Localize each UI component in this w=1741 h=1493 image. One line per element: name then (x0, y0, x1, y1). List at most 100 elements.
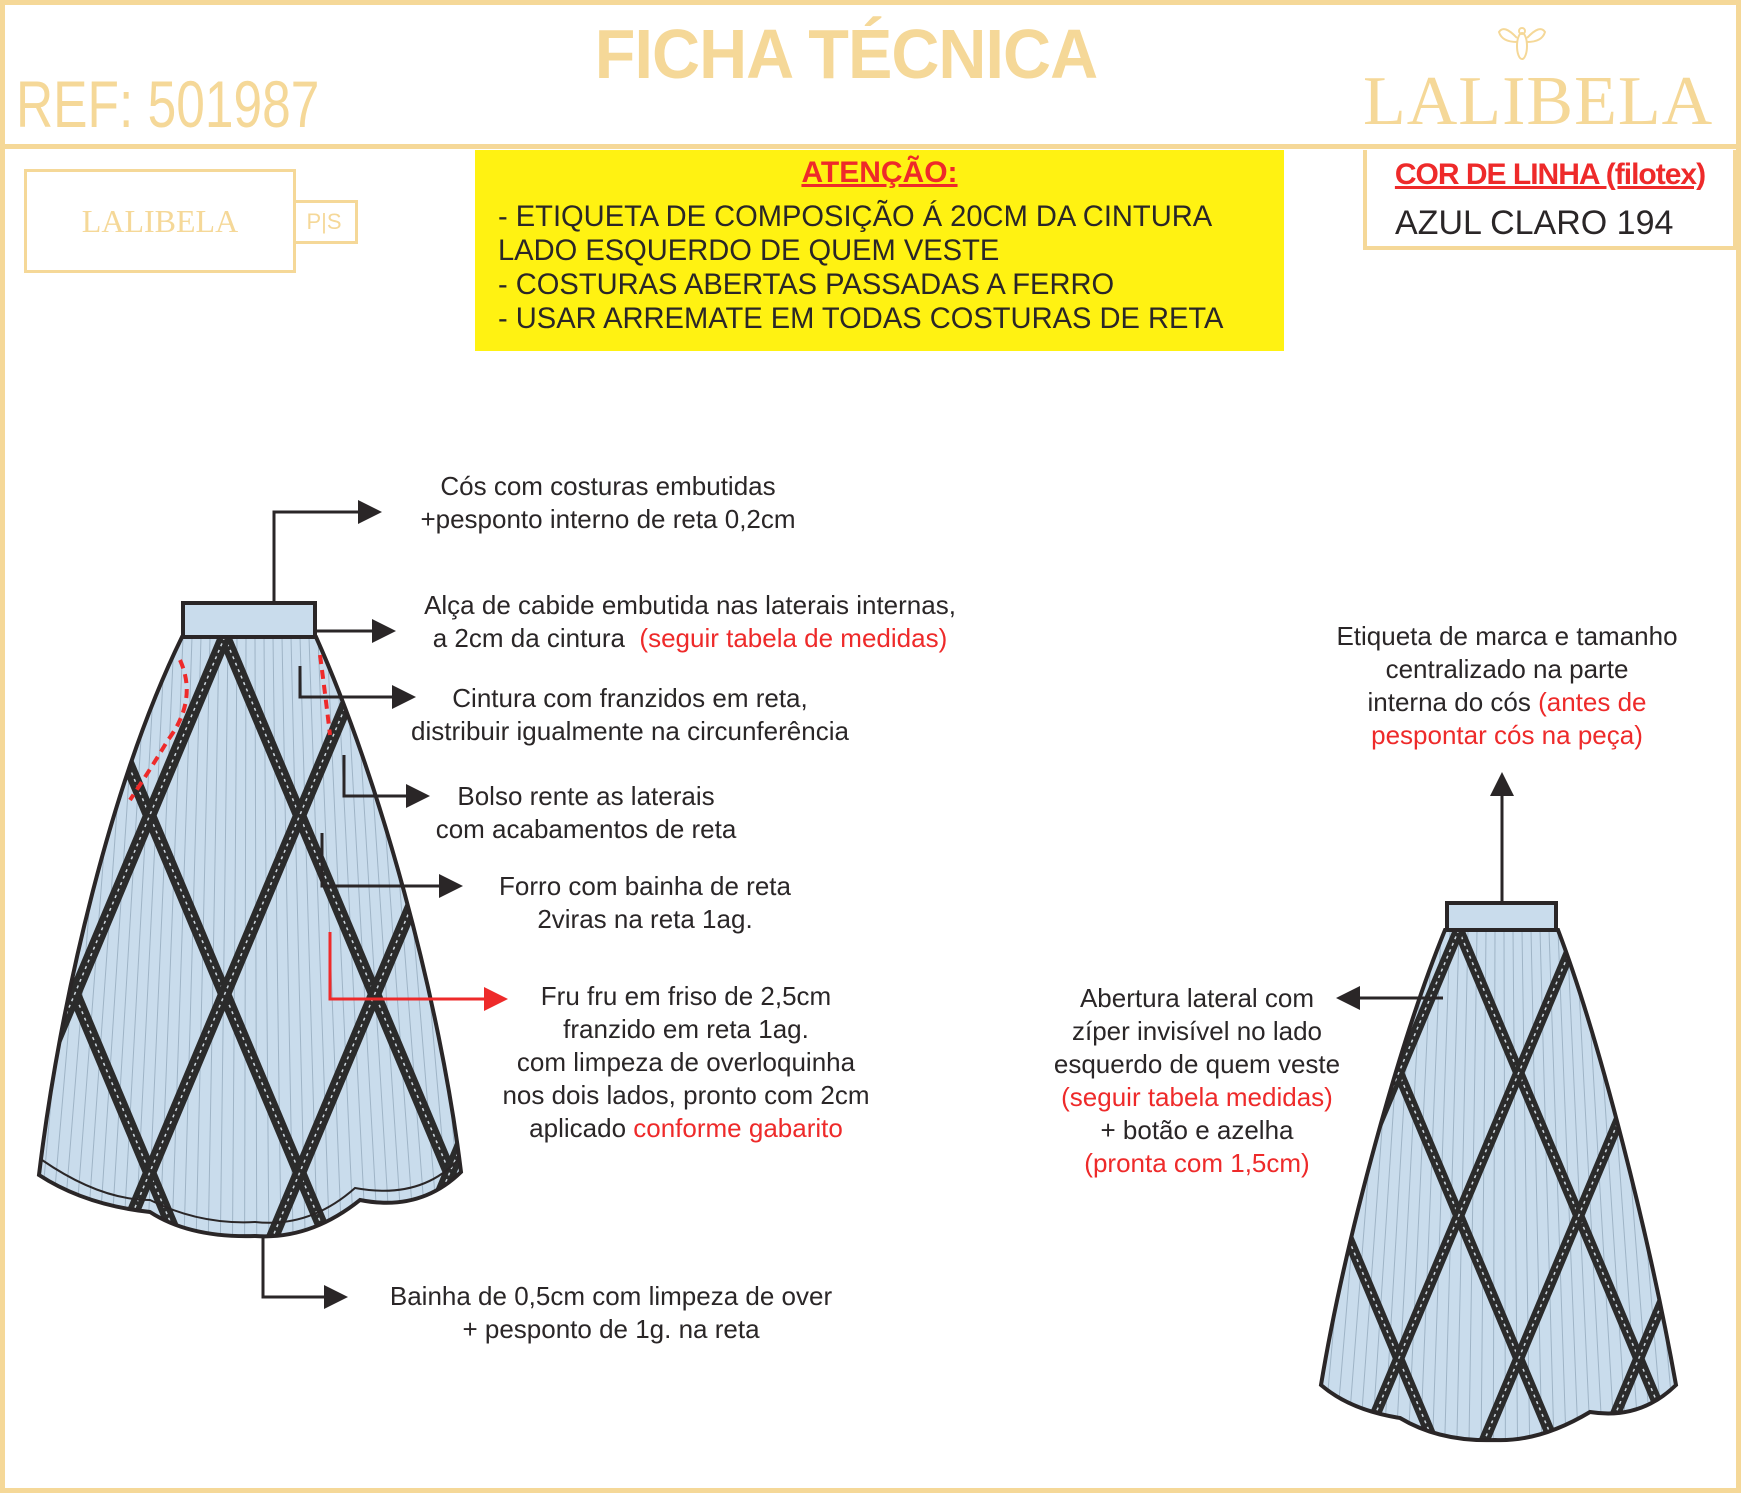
trim-stitch (1699, 930, 1741, 1445)
waistband (1445, 901, 1558, 932)
note-line: + botão e azelha (1100, 1115, 1294, 1145)
callout-arrow-forro (320, 833, 463, 898)
thread-color-value: AZUL CLARO 194 (1395, 204, 1674, 242)
gather-line (207, 637, 220, 1237)
callout-arrow-bainha (261, 1238, 348, 1309)
gather-line (1684, 930, 1741, 1445)
gather-line (231, 637, 238, 1237)
gather-line (254, 637, 258, 1237)
note-line: (pronta com 1,5cm) (1084, 1148, 1310, 1178)
trim-stitch (268, 637, 461, 1237)
note-text: interna do cós (1367, 687, 1531, 717)
gather-line (1521, 930, 1531, 1441)
bee-logo-icon (1497, 27, 1547, 60)
note-line: 2viras na reta 1ag. (537, 904, 753, 934)
note-text: a 2cm da cintura (432, 623, 625, 653)
note-line: com acabamentos de reta (435, 814, 737, 844)
trim-stitch (1361, 930, 1580, 1441)
note-line: Bainha de 0,5cm com limpeza de over (389, 1281, 833, 1311)
attention-title: ATENÇÃO: (801, 156, 958, 189)
gather-line (1480, 930, 1487, 1441)
attention-box: ATENÇÃO: - ETIQUETA DE COMPOSIÇÃO Á 20CM… (475, 150, 1284, 351)
pocket-left-stitch (128, 659, 189, 802)
gather-line (183, 637, 202, 1237)
note-line: nos dois lados, pronto com 2cm (502, 1080, 870, 1110)
note-line: Cós com costuras embutidas (440, 471, 776, 501)
note-etiqueta: Etiqueta de marca e tamanho centralizado… (1297, 620, 1717, 752)
note-line: franzido em reta 1ag. (563, 1014, 809, 1044)
gather-line (1419, 930, 1442, 1441)
gather-line (1548, 930, 1567, 1441)
gather-line (219, 637, 229, 1237)
note-line: Forro com bainha de reta (499, 871, 791, 901)
gather-line (272, 637, 282, 1237)
note-forro: Forro com bainha de reta 2viras na reta … (475, 870, 815, 936)
note-line: esquerdo de quem veste (1053, 1049, 1341, 1079)
gather-line (1530, 930, 1543, 1441)
trim-stitch (73, 637, 331, 1237)
note-line: Etiqueta de marca e tamanho (1336, 621, 1678, 651)
note-line: com limpeza de overloquinha (516, 1047, 856, 1077)
trim-stitch (39, 637, 226, 1237)
trim-stitch (118, 637, 376, 1237)
note-red-text: (seguir tabela de medidas) (639, 623, 948, 653)
lattice-trim (1597, 930, 1676, 1441)
hem-line (41, 1159, 459, 1224)
note-line: aplicado conforme gabarito (466, 1112, 906, 1145)
waistband (181, 601, 317, 639)
note-line: + pesponto de 1g. na reta (462, 1314, 760, 1344)
attention-line: LADO ESQUERDO DE QUEM VESTE (498, 234, 1000, 267)
note-text: aplicado (529, 1113, 627, 1143)
thread-color-box: COR DE LINHA (filotex) AZUL CLARO 194 (1363, 150, 1737, 250)
note-line: pespontar cós na peça) (1371, 720, 1643, 750)
trim-stitch (0, 637, 30, 1245)
gather-line (0, 637, 30, 1245)
note-line: a 2cm da cintura (seguir tabela de medid… (400, 622, 980, 655)
note-bolso: Bolso rente as laterais com acabamentos … (406, 780, 766, 846)
brand-logo: LALIBELA (1363, 63, 1714, 140)
gather-line (1674, 930, 1676, 1441)
callout-arrow-frufru (328, 932, 508, 1011)
brand-label-tag: LALIBELA (24, 169, 296, 273)
header-divider (0, 144, 1741, 149)
callout-arrow-cos (272, 500, 382, 605)
note-line: Cintura com franzidos em reta, (452, 683, 808, 713)
lattice-trim (1699, 930, 1741, 1445)
callout-arrow-cintura (298, 666, 416, 709)
trim-stitch (1321, 930, 1460, 1441)
size-label-tag: P|S (293, 200, 358, 244)
attention-line: - ETIQUETA DE COMPOSIÇÃO Á 20CM DA CINTU… (498, 200, 1213, 233)
note-line: +pesponto interno de reta 0,2cm (420, 504, 796, 534)
gather-line (1503, 930, 1506, 1441)
note-line: interna do cós (antes de (1297, 686, 1717, 719)
callout-arrow-bolso (342, 755, 430, 808)
note-line: Alça de cabide embutida nas laterais int… (424, 590, 956, 620)
note-line: Fru fru em friso de 2,5cm (540, 981, 832, 1011)
note-cos: Cós com costuras embutidas +pesponto int… (408, 470, 808, 536)
note-alca: Alça de cabide embutida nas laterais int… (400, 589, 980, 655)
gather-line (290, 637, 306, 1237)
note-red-text: conforme gabarito (633, 1113, 843, 1143)
trim-stitch (223, 637, 461, 1237)
label-brand: LALIBELA (81, 202, 239, 239)
note-frufru: Fru fru em friso de 2,5cm franzido em re… (466, 980, 906, 1145)
note-line: (seguir tabela medidas) (1061, 1082, 1333, 1112)
gather-line (39, 637, 40, 1237)
thread-color-title: COR DE LINHA (filotex) (1394, 158, 1706, 191)
gather-line (308, 637, 331, 1237)
attention-line: - COSTURAS ABERTAS PASSADAS A FERRO (498, 268, 1115, 301)
note-red-text: (antes de (1538, 687, 1647, 717)
reference-number: REF: 501987 (16, 67, 320, 141)
gather-line (122, 637, 157, 1237)
note-abertura: Abertura lateral com zíper invisível no … (1027, 982, 1367, 1180)
note-line: Bolso rente as laterais (457, 781, 715, 811)
gather-line (1456, 930, 1469, 1441)
note-cintura: Cintura com franzidos em reta, distribui… (380, 682, 880, 748)
page-title: FICHA TÉCNICA (594, 15, 1098, 93)
note-line: Abertura lateral com (1079, 983, 1315, 1013)
trim-stitch (1458, 930, 1676, 1441)
gather-line (344, 637, 379, 1237)
